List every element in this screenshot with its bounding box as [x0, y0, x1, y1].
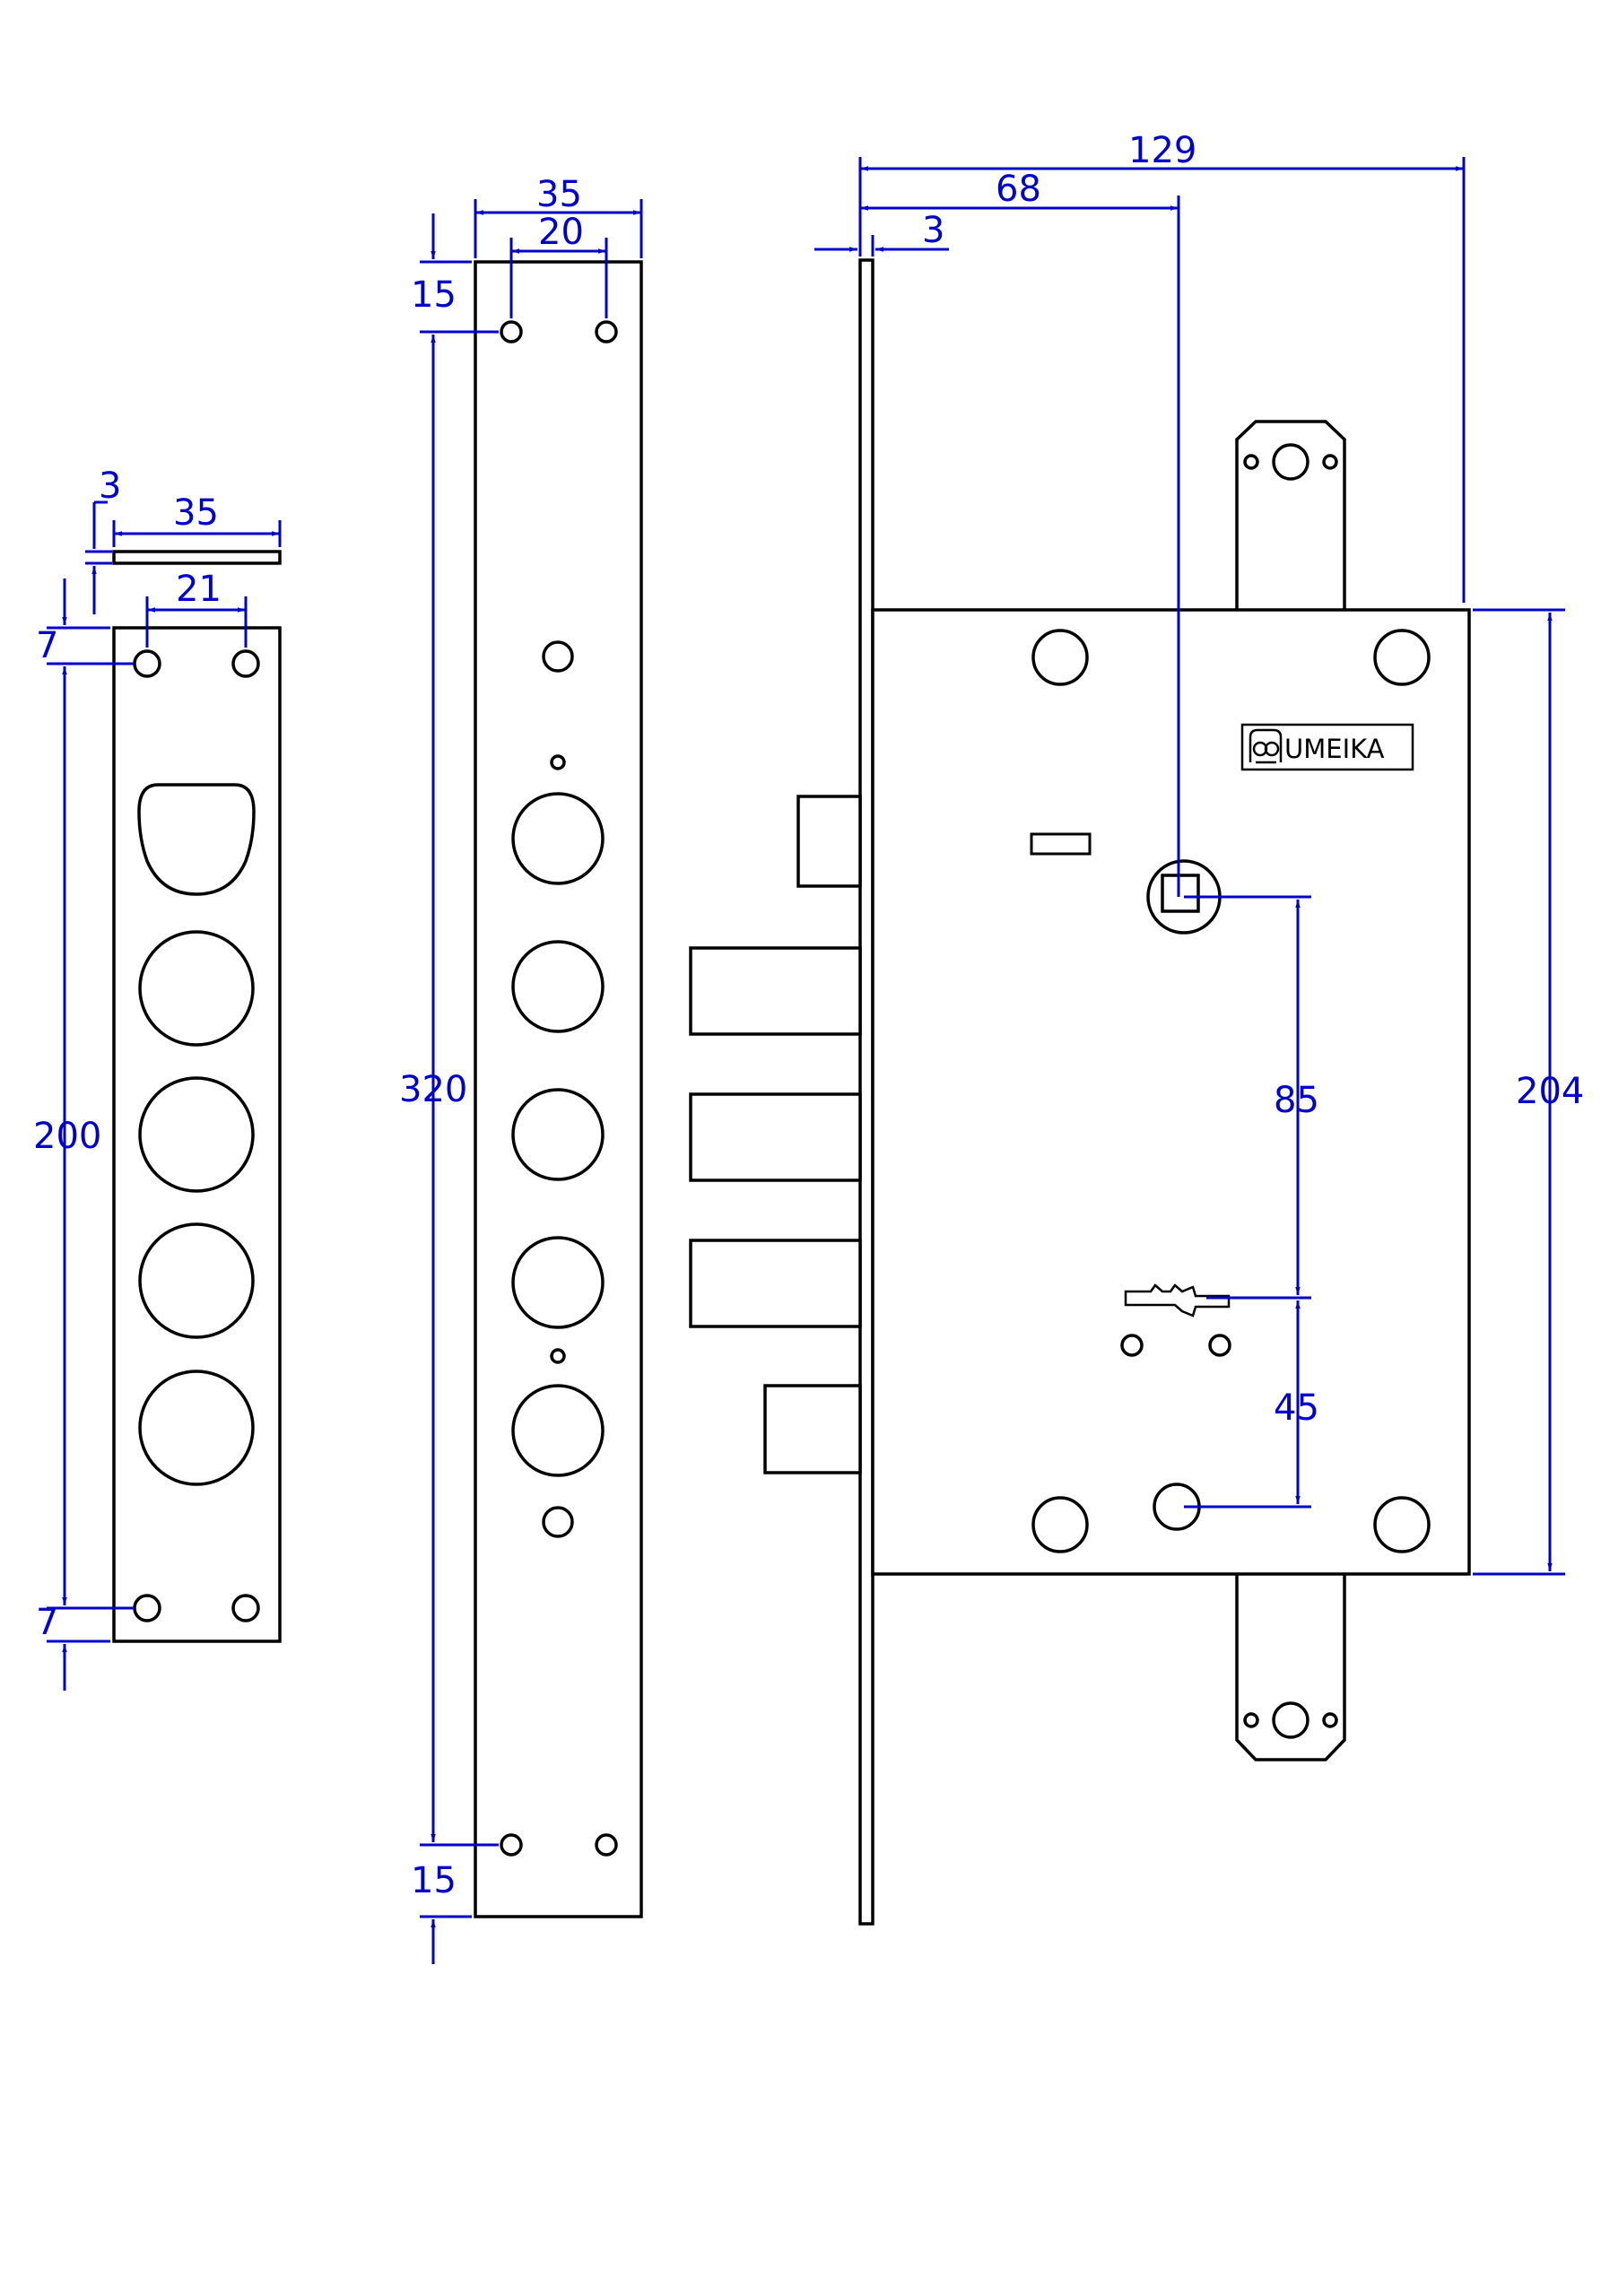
strike-dimensions: 35 20 15 320 15	[399, 174, 643, 1964]
cover-opening	[138, 1076, 255, 1193]
cover-plate-view	[112, 550, 282, 1643]
cover-plate-edge	[112, 550, 282, 565]
dim-strike-hole-spacing: 20	[538, 212, 584, 253]
top-latch	[796, 795, 862, 888]
dim-cover-hole-spacing: 21	[176, 569, 222, 610]
dead-bolt	[689, 1092, 862, 1182]
key-pin-hole	[1120, 1334, 1144, 1357]
keyhole-icon	[1124, 1283, 1231, 1318]
strike-pin-hole	[550, 1348, 566, 1364]
bottom-rod-connector	[1235, 1574, 1346, 1761]
dim-strike-width: 35	[536, 174, 582, 215]
dim-strike-bottom-offset: 15	[411, 1860, 457, 1901]
connector-pin-hole	[1243, 1712, 1259, 1728]
dim-handle-to-key: 85	[1274, 1080, 1319, 1121]
dead-bolt	[689, 1239, 862, 1328]
faceplate	[858, 258, 874, 1926]
strike-bolt-opening	[511, 940, 605, 1033]
cover-opening	[138, 1222, 255, 1339]
strike-screw-hole	[595, 1833, 618, 1857]
strike-bolt-opening	[511, 1384, 605, 1477]
strike-small-hole	[542, 640, 574, 673]
connector-hole	[1272, 443, 1310, 481]
cover-screw-hole	[231, 649, 260, 678]
case-mount-hole	[1373, 1496, 1431, 1553]
case-mount-hole	[1031, 1496, 1089, 1553]
dim-faceplate-thickness: 3	[922, 210, 944, 251]
strike-bolt-opening	[511, 1236, 605, 1329]
cover-dimensions: 3 35 21 7 200 7	[33, 465, 282, 1691]
cover-screw-hole	[133, 649, 161, 678]
top-rod-connector	[1235, 420, 1346, 610]
brand-plate: UMEIKA	[1240, 723, 1414, 771]
umeika-logo-icon	[1249, 728, 1283, 764]
connector-hole	[1272, 1701, 1310, 1739]
strike-pin-hole	[550, 754, 566, 770]
cover-screw-hole	[231, 1594, 260, 1622]
connector-pin-hole	[1322, 1712, 1338, 1728]
strike-plate-view	[474, 260, 643, 1918]
dim-backset: 68	[996, 169, 1041, 210]
dim-cover-top-offset: 7	[36, 625, 58, 666]
connector-pin-hole	[1243, 454, 1259, 470]
key-pin-hole	[1208, 1334, 1231, 1357]
strike-small-hole	[542, 1506, 574, 1538]
dim-key-to-cylinder: 45	[1274, 1387, 1319, 1429]
brand-name: UMEIKA	[1284, 734, 1385, 764]
dim-cover-width: 35	[173, 492, 219, 534]
cover-opening	[138, 1370, 255, 1486]
dim-lock-depth: 129	[1128, 130, 1196, 171]
case-mount-hole	[1373, 629, 1431, 686]
cover-oval-opening	[137, 783, 256, 896]
dim-strike-top-offset: 15	[411, 274, 457, 316]
case-mount-hole	[1031, 629, 1089, 686]
dead-bolt	[689, 946, 862, 1036]
strike-screw-hole	[500, 1833, 523, 1857]
strike-bolt-opening	[511, 1088, 605, 1181]
case-slot	[1030, 832, 1092, 856]
lock-dimensions: 129 68 3 85 45 204	[814, 130, 1584, 1576]
dim-strike-height: 320	[399, 1069, 467, 1110]
strike-screw-hole	[595, 320, 618, 344]
lock-body-view: UMEIKA	[689, 258, 1471, 1926]
cover-opening	[138, 930, 255, 1047]
handle-spindle-square	[1161, 874, 1200, 913]
strike-screw-hole	[500, 320, 523, 344]
dim-cover-thickness: 3	[99, 465, 121, 507]
strike-bolt-opening	[511, 792, 605, 885]
bottom-latch	[763, 1384, 862, 1474]
dim-lock-height: 204	[1516, 1071, 1584, 1112]
dim-cover-height: 200	[33, 1116, 101, 1157]
connector-pin-hole	[1322, 454, 1338, 470]
cover-screw-hole	[133, 1594, 161, 1622]
dim-cover-bottom-offset: 7	[36, 1602, 58, 1643]
